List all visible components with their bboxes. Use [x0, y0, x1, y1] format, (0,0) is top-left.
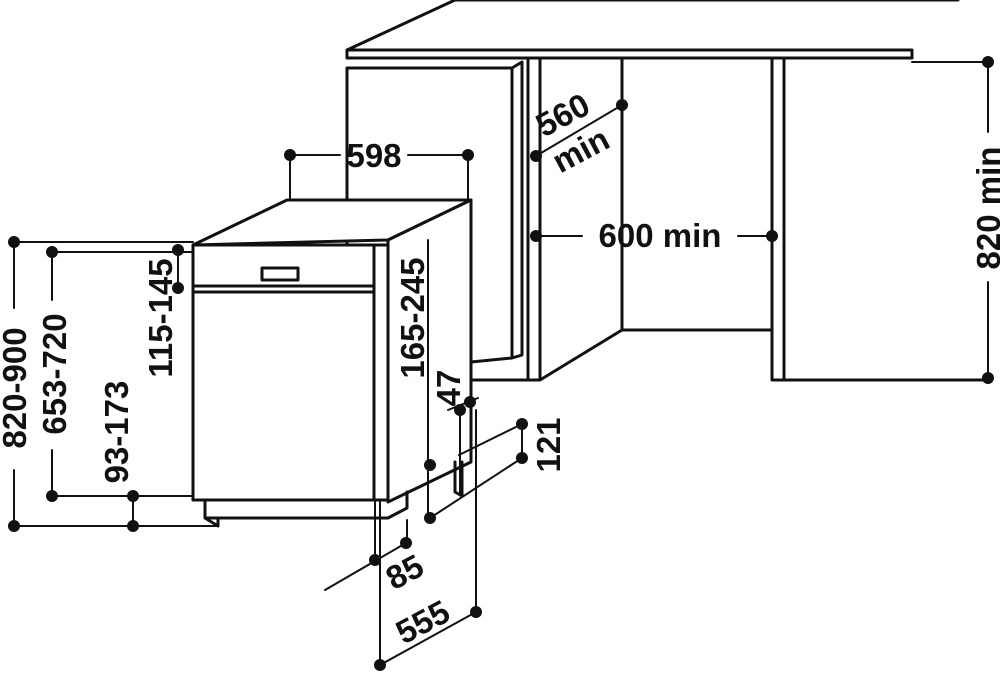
dim-653-720-dot-top: [46, 246, 58, 258]
label-165-245: 165-245: [394, 257, 431, 378]
handle: [260, 266, 300, 282]
label-598: 598: [346, 137, 401, 174]
label-653-720: 653-720: [36, 313, 73, 434]
dim-560-dot-top: [616, 99, 628, 111]
rear-foot: [453, 460, 464, 498]
cabinet-niche: [345, 0, 990, 382]
niche-right-panel: [770, 56, 990, 382]
dim-555-dot-left: [374, 659, 386, 671]
dim-820-900-dot-bottom: [8, 520, 20, 532]
niche-back-wall: [526, 56, 774, 382]
dim-555-line: [379, 409, 477, 666]
dim-85-dot-left: [369, 554, 381, 566]
label-121: 121: [530, 417, 567, 472]
dim-560-dot-bottom: [530, 150, 542, 162]
label-820-900: 820-900: [0, 327, 33, 448]
dim-47-dot-right: [464, 396, 476, 408]
dim-555-dot-right: [470, 606, 482, 618]
dim-93-173-dot-top: [127, 490, 139, 502]
dim-820-900-line: [13, 241, 219, 527]
dishwasher-front: [191, 243, 390, 502]
dimension-labels: 598 560 min 600 min 820 min 820-900 653-…: [0, 86, 1000, 652]
control-panel: [191, 284, 376, 294]
label-47: 47: [430, 370, 467, 407]
dim-85-dot-right: [400, 537, 412, 549]
dim-560-line: [535, 104, 623, 157]
dim-121-dot-bottom: [516, 452, 528, 464]
dim-115-145-dot-bottom: [172, 282, 184, 294]
dim-47-dot-left: [454, 404, 466, 416]
dim-121-dot-top: [516, 418, 528, 430]
dim-115-145-dot-top: [172, 244, 184, 256]
dim-653-720-line: [51, 251, 194, 497]
dim-820-dot-bottom: [982, 372, 994, 384]
dim-820-line: [911, 61, 989, 379]
label-115-145: 115-145: [142, 258, 179, 377]
dim-600-dot-left: [530, 230, 542, 242]
dim-598-dot-right: [462, 149, 474, 161]
label-555: 555: [390, 593, 456, 652]
label-93-173: 93-173: [98, 381, 135, 484]
dim-820-900-dot-top: [8, 236, 20, 248]
dishwasher: [191, 198, 473, 528]
dim-165-245-dot: [424, 459, 436, 471]
dim-93-173-dot-bottom: [127, 520, 139, 532]
dim-598-dot-left: [284, 149, 296, 161]
dimension-lines: [8, 56, 994, 671]
dim-820-dot-top: [982, 56, 994, 68]
dim-600-dot-right: [766, 230, 778, 242]
dim-653-720-dot-bottom: [46, 490, 58, 502]
label-600-min: 600 min: [599, 217, 722, 254]
countertop: [345, 0, 960, 60]
dim-598-line: [289, 154, 469, 201]
label-820-min: 820 min: [970, 147, 1000, 270]
